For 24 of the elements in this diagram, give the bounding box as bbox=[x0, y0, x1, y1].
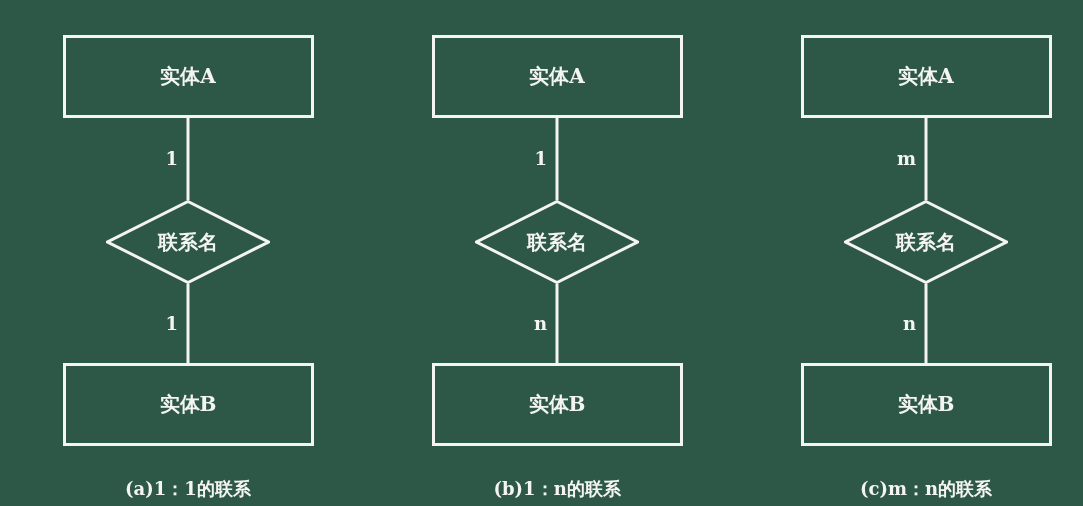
cardinality-label: 1 bbox=[165, 149, 178, 169]
connector-line bbox=[924, 118, 928, 200]
caption: (b)1：n的联系 bbox=[493, 478, 621, 500]
entity-box: 实体B bbox=[800, 363, 1052, 446]
connector-line bbox=[186, 284, 190, 363]
entity-box: 实体B bbox=[431, 363, 683, 446]
cardinality-label: 1 bbox=[534, 149, 547, 169]
connector-line bbox=[186, 118, 190, 200]
relationship-diamond: 联系名 bbox=[106, 200, 270, 284]
cardinality-label: n bbox=[902, 313, 916, 334]
caption: (c)m：n的联系 bbox=[860, 478, 993, 500]
connector-line bbox=[555, 118, 559, 200]
cardinality-label: 1 bbox=[165, 313, 178, 334]
entity-box: 实体A bbox=[62, 35, 314, 118]
entity-box: 实体A bbox=[800, 35, 1052, 118]
cardinality-label: n bbox=[533, 313, 547, 334]
entity-box: 实体A bbox=[431, 35, 683, 118]
connector-line bbox=[555, 284, 559, 363]
caption: (a)1：1的联系 bbox=[125, 478, 251, 500]
relationship-diamond: 联系名 bbox=[844, 200, 1008, 284]
relationship-diamond: 联系名 bbox=[475, 200, 639, 284]
connector-line bbox=[924, 284, 928, 363]
cardinality-label: m bbox=[896, 149, 916, 169]
entity-box: 实体B bbox=[62, 363, 314, 446]
